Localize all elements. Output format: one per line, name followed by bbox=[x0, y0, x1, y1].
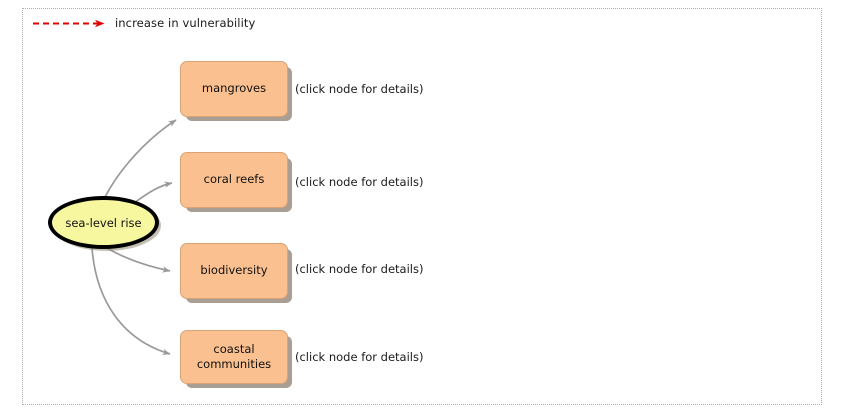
hint-coastal-communities: (click node for details) bbox=[295, 350, 424, 364]
hint-mangroves: (click node for details) bbox=[295, 82, 424, 96]
node-coral-reefs[interactable]: coral reefs bbox=[180, 152, 288, 208]
node-label-coastal-communities: coastal communities bbox=[196, 341, 272, 371]
node-sea-level-rise[interactable]: sea-level rise bbox=[48, 196, 159, 249]
hint-biodiversity: (click node for details) bbox=[295, 262, 424, 276]
node-label-coral-reefs: coral reefs bbox=[203, 172, 265, 187]
node-label-sea-level-rise: sea-level rise bbox=[65, 215, 142, 230]
node-label-mangroves: mangroves bbox=[201, 81, 267, 96]
node-mangroves[interactable]: mangroves bbox=[180, 61, 288, 117]
legend-label: increase in vulnerability bbox=[115, 16, 256, 30]
node-biodiversity[interactable]: biodiversity bbox=[180, 243, 288, 299]
node-coastal-communities[interactable]: coastal communities bbox=[180, 330, 288, 384]
node-label-biodiversity: biodiversity bbox=[200, 263, 268, 278]
hint-coral-reefs: (click node for details) bbox=[295, 175, 424, 189]
